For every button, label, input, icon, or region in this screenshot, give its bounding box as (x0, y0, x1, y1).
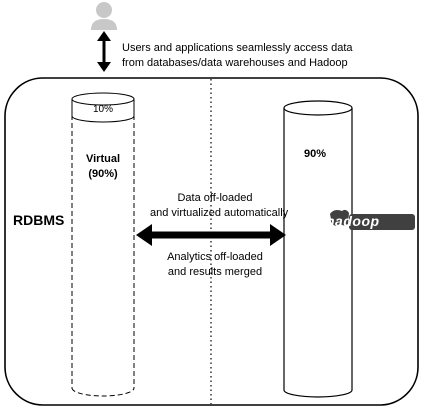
analytics-caption: Analytics off-loaded and results merged (150, 250, 280, 280)
offload-caption-line2: and virtualized automatically (150, 207, 289, 219)
transfer-arrow (136, 224, 286, 246)
offload-caption-line1: Data off-loaded (177, 192, 253, 204)
person-icon (91, 2, 117, 30)
system-frame (4, 77, 419, 406)
hadoop-elephant-icon (330, 209, 349, 226)
access-caption-line2: from databases/data warehouses and Hadoo… (122, 57, 348, 69)
virtual-label: Virtual (90%) (70, 152, 136, 182)
rdbms-cylinder (71, 92, 135, 397)
hadoop-cylinder (283, 100, 353, 398)
rdbms-label: RDBMS (13, 212, 65, 228)
analytics-caption-line2: and results merged (167, 266, 263, 278)
virtual-label-line1: Virtual (85, 153, 121, 165)
analytics-caption-line1: Analytics off-loaded (167, 251, 263, 263)
hadoop-logo: hadoop (326, 213, 380, 229)
offload-caption: Data off-loaded and virtualized automati… (150, 191, 289, 221)
rdbms-active-percent: 10% (92, 104, 113, 115)
hadoop-logo-bar (349, 214, 415, 230)
access-caption: Users and applications seamlessly access… (122, 41, 353, 71)
virtual-label-line2: (90%) (88, 168, 118, 180)
hadoop-percent: 90% (303, 148, 327, 160)
access-arrow (97, 31, 111, 72)
access-caption-line1: Users and applications seamlessly access… (122, 42, 353, 54)
